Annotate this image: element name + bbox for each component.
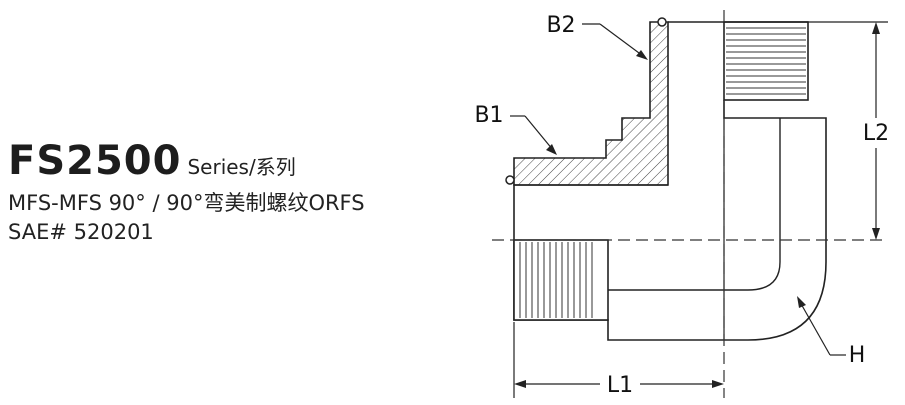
l1-arrow-right (712, 380, 724, 388)
model-number: FS2500 (8, 138, 182, 184)
l2-arrow-bottom (872, 228, 880, 240)
label-l2: L2 (863, 121, 889, 146)
top-thread-body (723, 21, 809, 101)
body-outline (513, 100, 827, 341)
l2-arrow-top (872, 22, 880, 34)
o-ring-left (505, 175, 515, 185)
left-thread-lines (519, 242, 593, 318)
o-ring-top (657, 17, 667, 27)
inner-bore (608, 118, 781, 291)
label-b1: B1 (474, 103, 503, 128)
top-thread-lines (726, 27, 806, 95)
label-l1: L1 (607, 373, 633, 398)
h-arrow (797, 296, 806, 308)
hatched-section (513, 21, 669, 186)
label-b2: B2 (546, 13, 575, 38)
sae-number: SAE# 520201 (8, 220, 154, 244)
l1-arrow-left (514, 380, 526, 388)
left-thread-body (513, 239, 609, 321)
series-label: Series/系列 (187, 155, 296, 179)
product-description: MFS-MFS 90° / 90°弯美制螺纹ORFS (8, 191, 365, 215)
label-h: H (849, 343, 866, 368)
b1-arrow (546, 144, 557, 155)
b2-arrow (636, 50, 648, 60)
